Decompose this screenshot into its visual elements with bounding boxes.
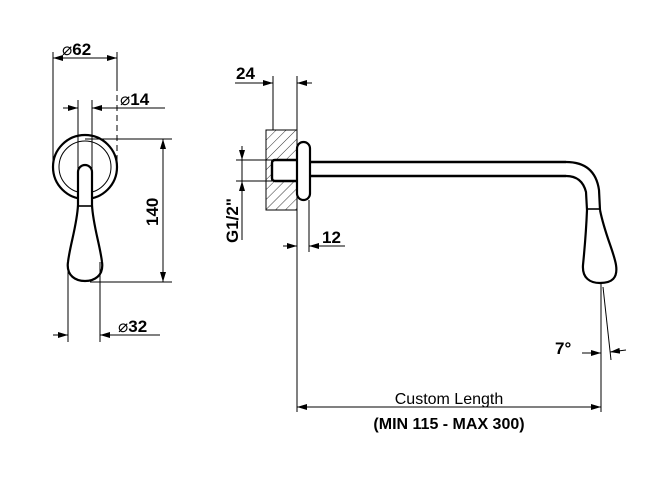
dim-label-62: ⌀62 (62, 40, 91, 59)
dim-label-140: 140 (143, 198, 162, 226)
angle-arrow-right (609, 347, 627, 354)
dim-label-thread: G1/2" (223, 198, 242, 243)
dim-label-12: 12 (322, 228, 341, 247)
spout-body (66, 163, 104, 283)
spout-head (581, 209, 618, 285)
dim-label-24: 24 (236, 64, 255, 83)
arm-elbow-inner (565, 174, 589, 211)
dim-label-14: ⌀14 (120, 90, 150, 109)
dim-label-32: ⌀32 (118, 317, 147, 336)
ext-line-angled (602, 286, 612, 361)
arm-elbow (565, 160, 602, 211)
dim-label-length: Custom Length (395, 391, 504, 408)
wall-flange (295, 140, 312, 202)
thread-connector (270, 158, 300, 183)
side-view: 24 G1/2" 12 7° Custom Length (MIN 115 - … (223, 64, 627, 433)
dim-label-length-range: (MIN 115 - MAX 300) (373, 416, 524, 433)
dim-label-angle: 7° (555, 339, 571, 358)
front-view: ⌀62 ⌀14 140 ⌀32 (51, 40, 172, 342)
